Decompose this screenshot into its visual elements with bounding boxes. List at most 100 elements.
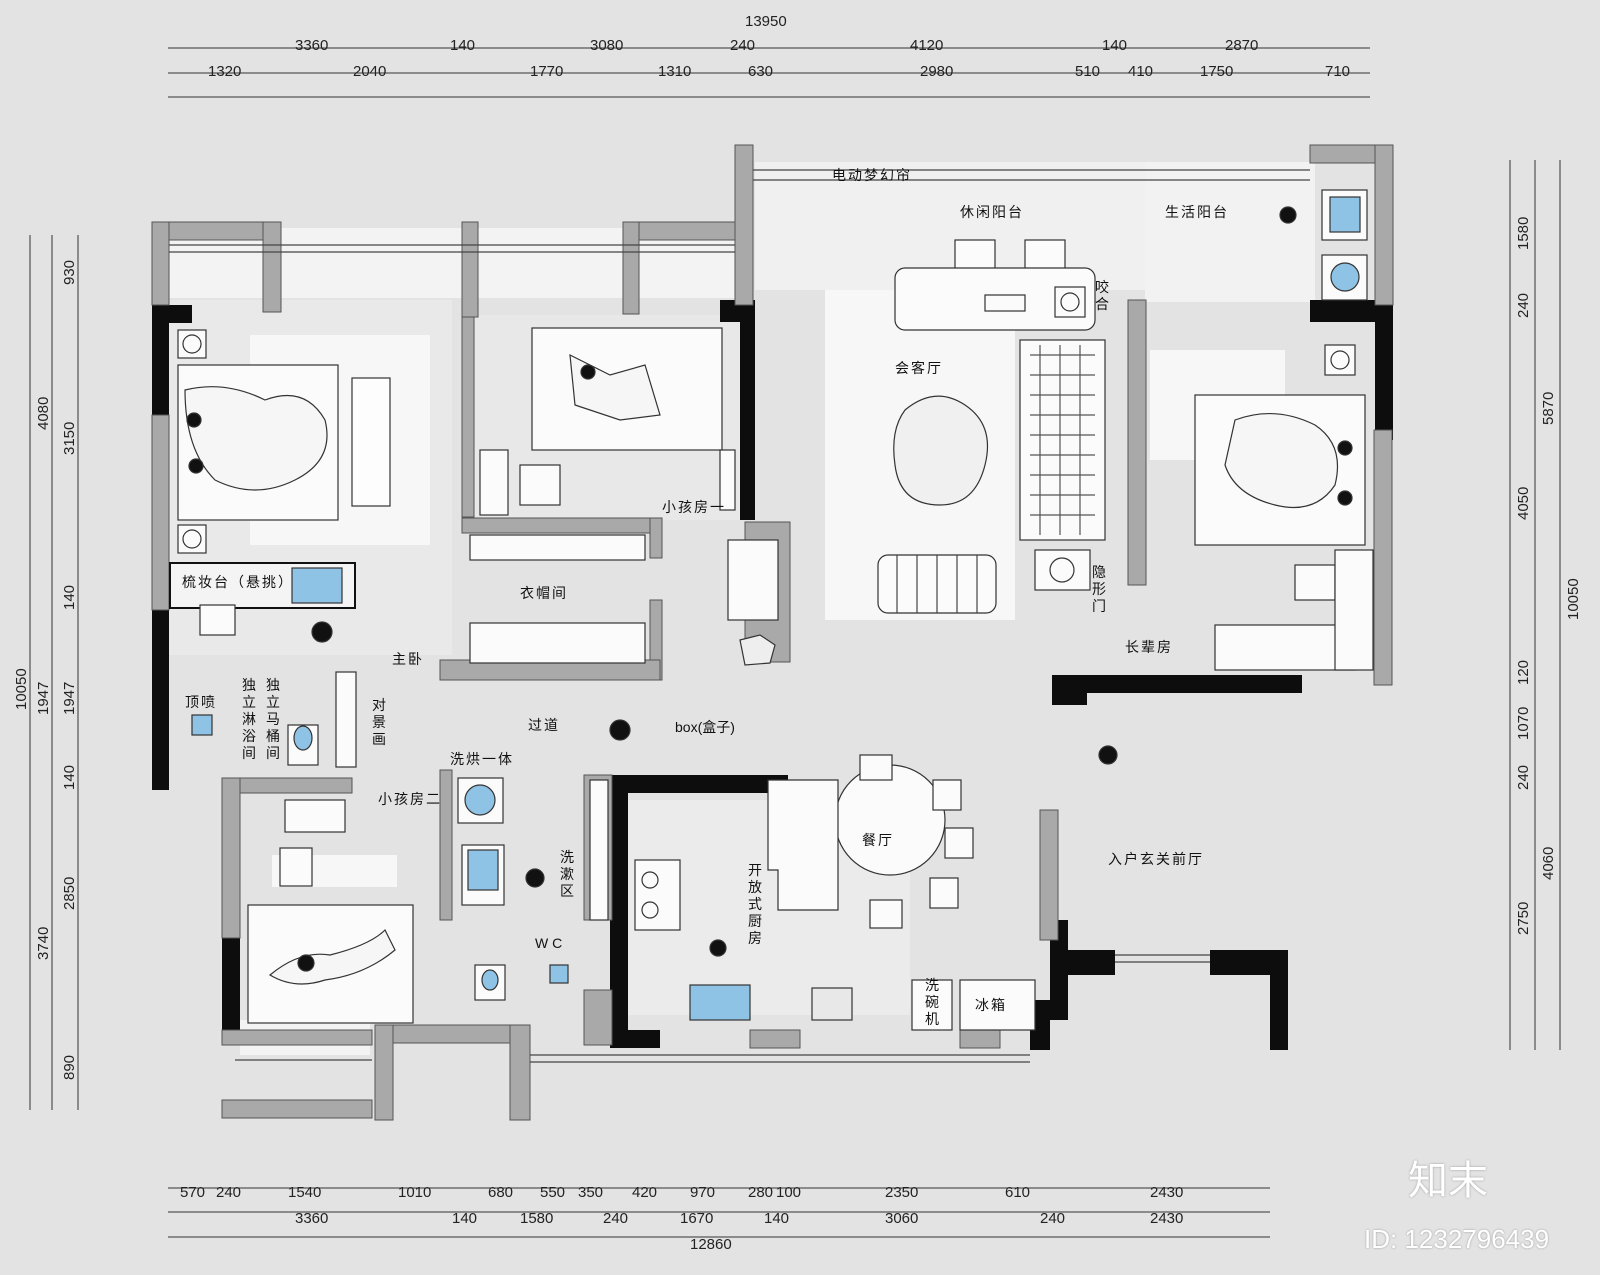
label-service-balcony: 生活阳台 [1165,205,1229,221]
kitchen-sink [689,984,751,1021]
kitchen-island [767,779,839,911]
label-wash-area: 洗漱区 [560,850,574,900]
wc-drain [549,964,569,984]
dim-bottom-1: 570 [180,1184,205,1201]
dim-right-i6: 240 [1515,765,1532,790]
dimension-lines [29,47,1561,1238]
label-box: box(盒子) [675,719,735,735]
dim-left-i1: 930 [61,260,78,285]
dim-bottom-17: 1580 [520,1210,553,1227]
label-washer-dryer: 洗烘一体 [450,752,514,768]
label-hidden-door: 隐形门 [1092,565,1106,615]
furniture [169,189,1374,1031]
dim-top-10: 1770 [530,63,563,80]
dim-bottom-4: 1010 [398,1184,431,1201]
label-vanity: 梳妆台（悬挑） [182,575,294,591]
dim-top-2: 140 [450,37,475,54]
dim-top-4: 240 [730,37,755,54]
dim-top-17: 710 [1325,63,1350,80]
dim-top-3: 3080 [590,37,623,54]
dim-top-11: 1310 [658,63,691,80]
grey-walls [151,144,1394,1121]
room-labels: 电动梦幻帘 休闲阳台 生活阳台 会客厅 长辈房 小孩房一 衣帽间 梳妆台（悬挑）… [182,168,1229,1014]
dining-table [834,764,946,876]
dim-top-14: 510 [1075,63,1100,80]
vertical-labels: 咬合 隐形门 独立淋浴间 独立马桶间 对景画 洗漱区 开放式厨房 洗碗机 [242,279,1109,1028]
dim-right-i7: 2750 [1515,902,1532,935]
dim-bottom-5: 680 [488,1184,513,1201]
label-master-bedroom: 主卧 [392,652,424,668]
dim-left-o3: 3740 [35,927,52,960]
dim-left-i6: 2850 [61,877,78,910]
dim-bottom-7: 350 [578,1184,603,1201]
label-wardrobe: 衣帽间 [520,586,568,602]
top-dimensions: 13950 3360 140 3080 240 4120 140 2870 13… [208,13,1350,80]
label-bar: 咬合 [1095,279,1109,313]
dim-left-o1: 4080 [35,397,52,430]
dim-bottom-total: 12860 [690,1236,732,1253]
dim-bottom-8: 420 [632,1184,657,1201]
dim-bottom-12: 2350 [885,1184,918,1201]
label-living-room: 会客厅 [895,360,943,377]
bottom-dimensions: 570 240 1540 1010 680 550 350 420 970 28… [180,1184,1183,1253]
dim-right-i3: 4050 [1515,487,1532,520]
dim-right-o2: 4060 [1540,847,1557,880]
dim-bottom-19: 1670 [680,1210,713,1227]
dim-left-i3: 140 [61,585,78,610]
stone-coffee-table [893,395,989,506]
label-toilet-room: 独立马桶间 [266,678,280,762]
right-dimensions: 10050 5870 4060 1580 240 4050 120 1070 2… [1515,217,1582,935]
dim-bottom-11: 100 [776,1184,801,1201]
dim-top-total: 13950 [745,13,787,30]
dim-bottom-6: 550 [540,1184,565,1201]
dim-top-12: 630 [748,63,773,80]
dim-bottom-13: 610 [1005,1184,1030,1201]
dim-top-9: 2040 [353,63,386,80]
label-entry-hall: 入户玄关前厅 [1108,851,1204,868]
dim-top-1: 3360 [295,37,328,54]
dim-top-7: 2870 [1225,37,1258,54]
dim-bottom-15: 3360 [295,1210,328,1227]
label-kitchen: 开放式厨房 [748,863,762,947]
dim-top-13: 2980 [920,63,953,80]
dim-right-i5: 1070 [1515,707,1532,740]
dim-right-o1: 5870 [1540,392,1557,425]
dim-bottom-20: 140 [764,1210,789,1227]
dim-top-16: 1750 [1200,63,1233,80]
windows [169,169,1310,1063]
shower-drain [191,714,213,736]
label-child-room-2: 小孩房二 [378,792,442,808]
label-elder-room: 长辈房 [1125,640,1173,656]
label-dining: 餐厅 [862,833,894,849]
dim-bottom-9: 970 [690,1184,715,1201]
dim-bottom-16: 140 [452,1210,477,1227]
label-child-room-1: 小孩房一 [662,500,726,516]
dim-top-15: 410 [1128,63,1153,80]
label-fridge: 冰箱 [975,998,1007,1014]
dim-bottom-18: 240 [603,1210,628,1227]
dim-bottom-23: 2430 [1150,1210,1183,1227]
dim-bottom-22: 240 [1040,1210,1065,1227]
dim-top-8: 1320 [208,63,241,80]
label-leisure-balcony: 休闲阳台 [960,205,1024,221]
brand-logo-text: 知末 [1408,1158,1488,1204]
dim-left-i5: 140 [61,765,78,790]
dim-left-total: 10050 [13,668,30,710]
vanity-basin [291,567,343,604]
dim-top-5: 4120 [910,37,943,54]
dim-top-6: 140 [1102,37,1127,54]
label-shower: 独立淋浴间 [242,678,256,762]
label-ceiling-spray: 顶喷 [185,695,217,711]
dim-bottom-10: 280 [748,1184,773,1201]
label-corridor: 过道 [528,718,560,734]
service-balcony-floor [1145,162,1315,302]
dim-right-i1: 1580 [1515,217,1532,250]
sofa [1019,339,1106,541]
label-dishwasher: 洗碗机 [925,978,939,1028]
dim-left-o2: 1947 [35,682,52,715]
label-wc: W C [535,935,562,951]
label-curtain: 电动梦幻帘 [832,168,912,184]
dim-bottom-14: 2430 [1150,1184,1183,1201]
image-id-text: ID: 1232796439 [1364,1224,1550,1254]
